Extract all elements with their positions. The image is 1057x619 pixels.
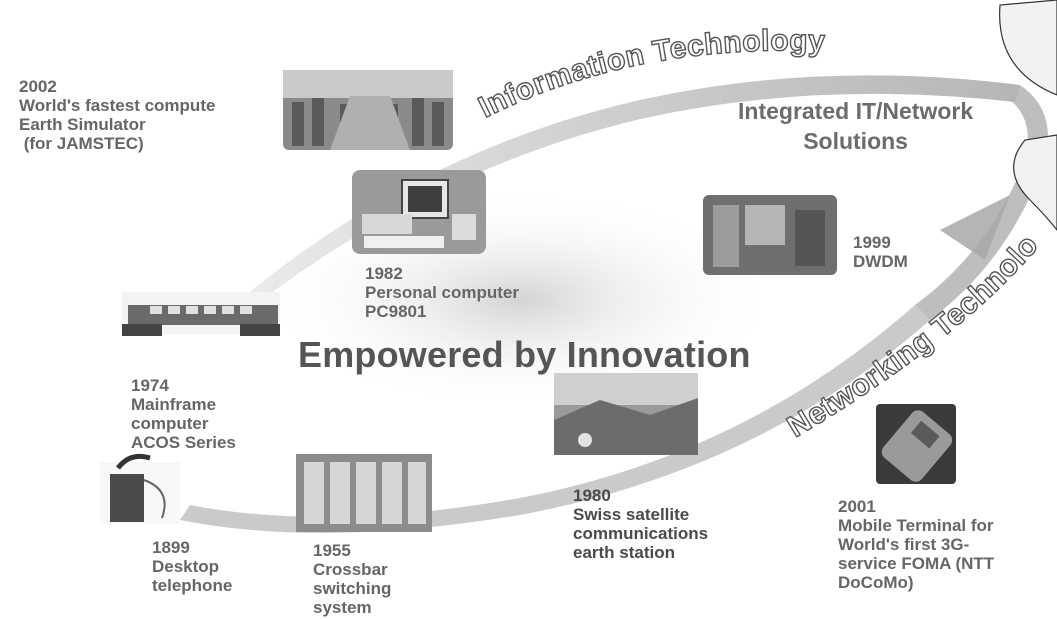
center-glow (260, 190, 780, 410)
milestone-2001-line-3: service FOMA (NTT (838, 554, 995, 573)
right-arc (915, 85, 1048, 320)
milestone-2002-line-1: World's fastest compute (19, 96, 216, 115)
information-arrow (240, 75, 1020, 305)
foma-phone-photo (876, 404, 956, 484)
networking-arrowhead (940, 195, 1010, 260)
milestone-1899-year: 1899 (152, 538, 190, 557)
earth-simulator-photo (283, 70, 453, 150)
milestone-1899-line-2: telephone (152, 576, 233, 595)
milestone-1980-line-2: communications (573, 524, 709, 543)
milestone-1955-line-2: switching (313, 579, 392, 598)
milestone-1999-line-1: DWDM (853, 252, 908, 271)
milestone-1974-line-1: Mainframe (131, 395, 217, 414)
milestone-1980-line-3: earth station (573, 543, 676, 562)
solution-line-1: Integrated IT/Network (738, 98, 974, 124)
milestone-1955-line-1: Crossbar (313, 560, 388, 579)
telephone-photo (100, 453, 180, 524)
pc9801-photo (352, 170, 486, 254)
dwdm-photo (703, 195, 837, 275)
milestone-2002-line-2: Earth Simulator (19, 115, 146, 134)
milestone-1999-year: 1999 (853, 233, 891, 252)
satellite-station-photo (554, 373, 698, 455)
milestone-1982-line-1: Personal computer (365, 283, 519, 302)
milestone-2001-line-2: World's first 3G- (838, 535, 970, 554)
milestone-1980-line-1: Swiss satellite (573, 505, 690, 524)
milestone-2002-line-3: (for JAMSTEC) (19, 134, 144, 153)
mainframe-photo (122, 292, 280, 336)
milestone-1982-line-2: PC9801 (365, 302, 427, 321)
milestone-1974-year: 1974 (131, 376, 169, 395)
crossbar-photo (296, 454, 432, 532)
milestone-1974-line-2: computer (131, 414, 209, 433)
milestone-2001-year: 2001 (838, 497, 876, 516)
milestone-1899-line-1: Desktop (152, 557, 220, 576)
headline: Empowered by Innovation (298, 334, 751, 375)
milestone-2001-line-1: Mobile Terminal for (838, 516, 994, 535)
milestone-2002-year: 2002 (19, 77, 57, 96)
milestone-1980-year: 1980 (573, 486, 611, 505)
milestone-1982-year: 1982 (365, 264, 403, 283)
milestone-2001-line-4: DoCoMo) (838, 573, 914, 592)
lower-arc (180, 305, 930, 533)
milestone-1974-line-3: ACOS Series (131, 433, 236, 452)
milestone-1955-line-3: system (313, 598, 372, 617)
solution-line-2: Solutions (803, 128, 908, 154)
milestone-1955-year: 1955 (313, 541, 351, 560)
